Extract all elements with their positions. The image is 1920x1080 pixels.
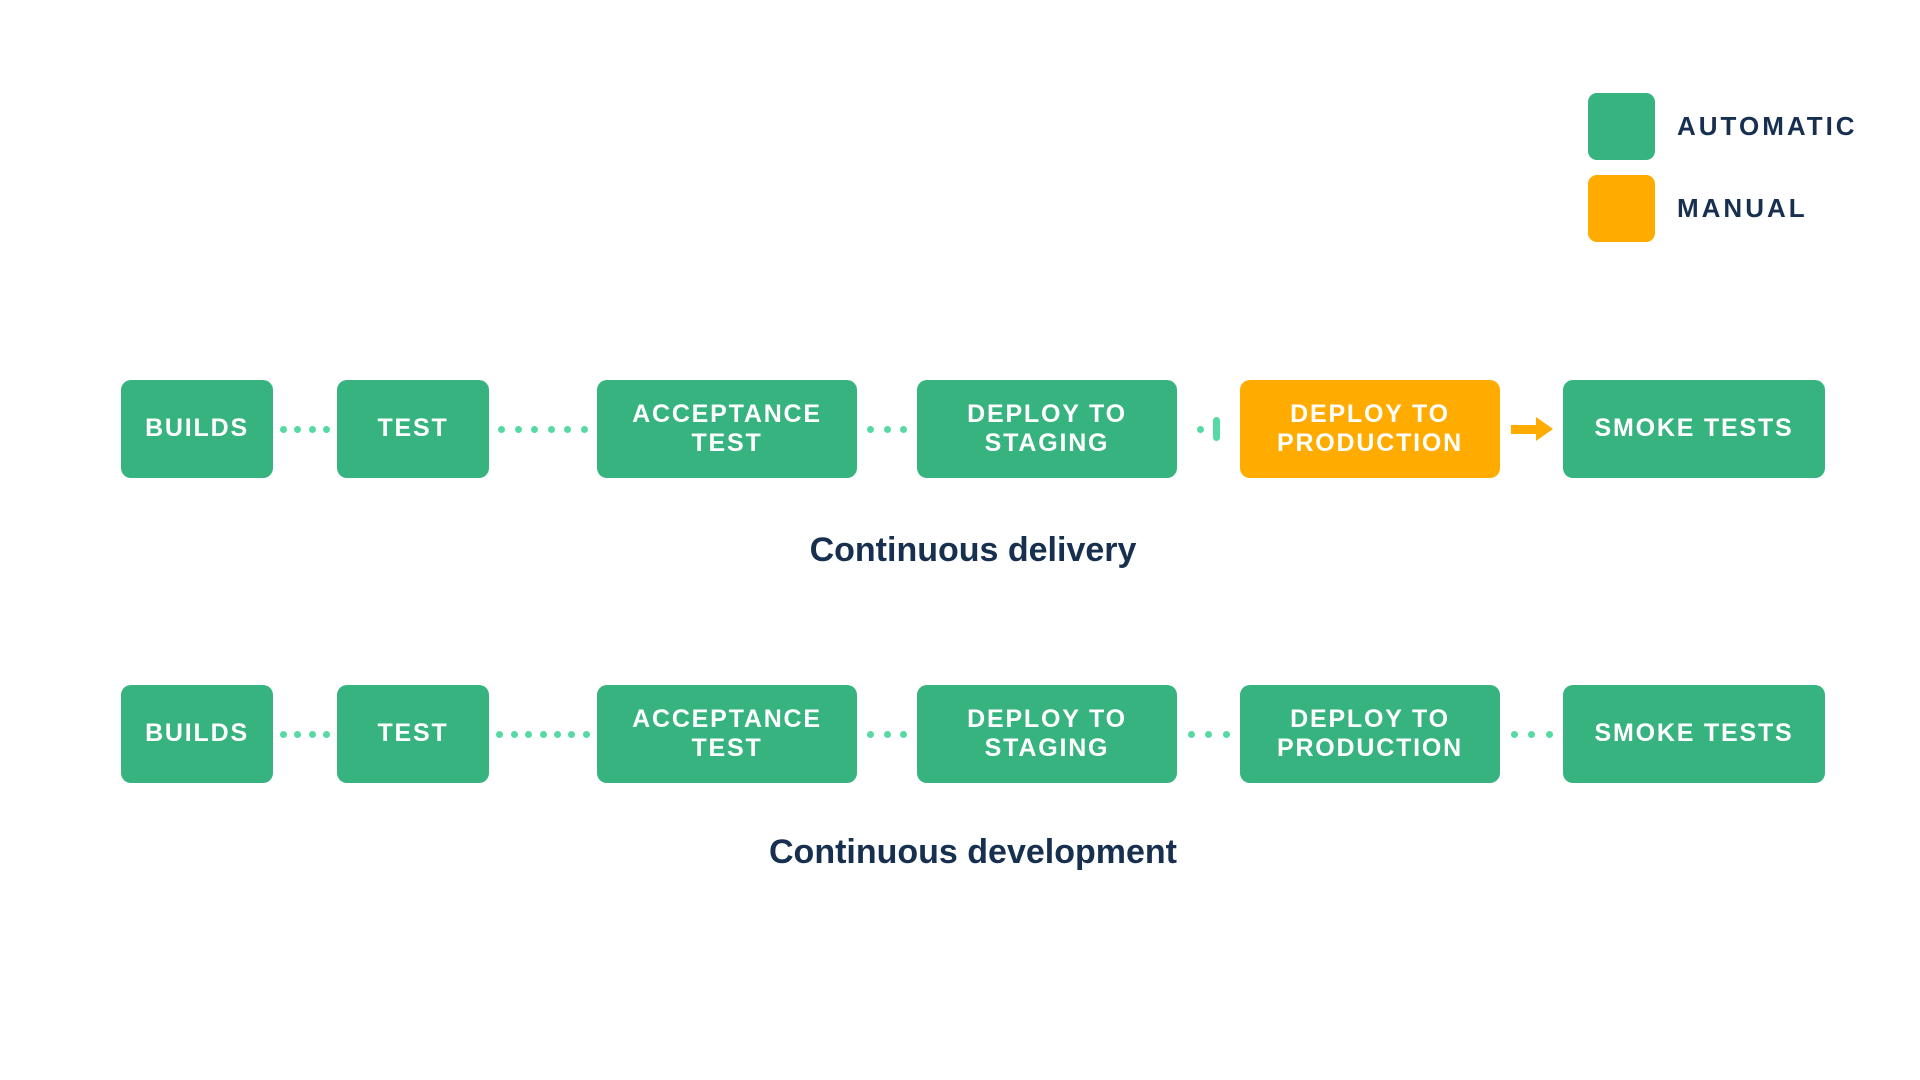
connector-dot-icon — [564, 425, 572, 433]
stage-builds: BUILDS — [121, 380, 273, 478]
connector-dot-icon — [553, 730, 561, 738]
connector-arrow — [1500, 380, 1563, 478]
stage-label: DEPLOY TO PRODUCTION — [1276, 704, 1464, 763]
stage-test: TEST — [337, 380, 489, 478]
pipeline-caption-continuous-development: Continuous development — [769, 833, 1177, 871]
stage-deploy-to-staging: DEPLOY TO STAGING — [917, 380, 1177, 478]
stage-acceptance-test: ACCEPTANCE TEST — [597, 685, 857, 783]
connector-dot-icon — [294, 425, 302, 433]
connector-dot-icon — [322, 730, 330, 738]
pipeline-row-continuous-delivery: BUILDS TEST ACCEPTANCE TEST DEPLOY TO STAGI… — [121, 380, 1825, 478]
connector-dot-icon — [308, 425, 316, 433]
manual-arrow-head-icon — [1535, 417, 1553, 441]
connector-dots — [857, 380, 917, 478]
stage-label: DEPLOY TO STAGING — [967, 704, 1127, 763]
stage-label: DEPLOY TO STAGING — [967, 399, 1127, 458]
stage-label: BUILDS — [145, 719, 249, 748]
connector-pause — [1177, 380, 1240, 478]
manual-pause-bar-icon — [1213, 417, 1220, 441]
connector-dot-icon — [280, 730, 288, 738]
connector-dot-icon — [531, 425, 539, 433]
pipeline-row-continuous-development: BUILDS TEST ACCEPTANCE TEST DEPLOY TO STAGI… — [121, 685, 1825, 783]
connector-dot-icon — [580, 425, 588, 433]
legend: AUTOMATIC MANUAL — [1588, 93, 1858, 242]
stage-deploy-to-staging: DEPLOY TO STAGING — [917, 685, 1177, 783]
stage-label: ACCEPTANCE TEST — [632, 704, 822, 763]
connector-dot-icon — [525, 730, 533, 738]
stage-label: DEPLOY TO PRODUCTION — [1276, 399, 1464, 458]
connector-dot-icon — [1205, 730, 1212, 738]
connector-dots — [489, 685, 597, 783]
connector-dots — [1500, 685, 1563, 783]
stage-label: TEST — [377, 414, 449, 443]
stage-label: SMOKE TESTS — [1594, 719, 1794, 748]
connector-dot-icon — [582, 730, 590, 738]
stage-label: BUILDS — [145, 414, 249, 443]
stage-label: ACCEPTANCE TEST — [632, 399, 822, 458]
connector-dot-icon — [866, 730, 874, 738]
connector-dot-icon — [1510, 730, 1518, 738]
connector-dots — [489, 380, 597, 478]
stage-smoke-tests: SMOKE TESTS — [1563, 685, 1825, 783]
stage-smoke-tests: SMOKE TESTS — [1563, 380, 1825, 478]
stage-test: TEST — [337, 685, 489, 783]
legend-item-automatic: AUTOMATIC — [1588, 93, 1858, 160]
connector-dot-icon — [900, 730, 908, 738]
connector-dot-icon — [1187, 730, 1195, 738]
connector-dot-icon — [280, 425, 288, 433]
connector-dot-icon — [294, 730, 302, 738]
connector-dot-icon — [866, 425, 874, 433]
stage-builds: BUILDS — [121, 685, 273, 783]
connector-dot-icon — [539, 730, 547, 738]
stage-deploy-to-production: DEPLOY TO PRODUCTION — [1240, 685, 1500, 783]
connector-dots — [1177, 685, 1240, 783]
pipeline-caption-continuous-delivery: Continuous delivery — [809, 531, 1137, 569]
connector-dot-icon — [1197, 425, 1204, 433]
manual-color-swatch — [1588, 175, 1655, 242]
stage-label: TEST — [377, 719, 449, 748]
connector-dot-icon — [514, 425, 522, 433]
automatic-color-swatch — [1588, 93, 1655, 160]
stage-acceptance-test: ACCEPTANCE TEST — [597, 380, 857, 478]
legend-item-manual: MANUAL — [1588, 175, 1858, 242]
connector-dots — [273, 380, 337, 478]
connector-dot-icon — [547, 425, 555, 433]
connector-dot-icon — [498, 425, 506, 433]
stage-deploy-to-production: DEPLOY TO PRODUCTION — [1240, 380, 1500, 478]
connector-dot-icon — [496, 730, 504, 738]
connector-dot-icon — [510, 730, 518, 738]
connector-dot-icon — [1545, 730, 1553, 738]
connector-dot-icon — [1222, 730, 1230, 738]
legend-label-manual: MANUAL — [1677, 193, 1808, 223]
connector-dot-icon — [883, 425, 891, 433]
legend-label-automatic: AUTOMATIC — [1677, 111, 1858, 141]
connector-dot-icon — [900, 425, 908, 433]
connector-dot-icon — [568, 730, 576, 738]
manual-arrow-icon — [1510, 424, 1536, 434]
connector-dot-icon — [308, 730, 316, 738]
connector-dots — [273, 685, 337, 783]
connector-dot-icon — [883, 730, 891, 738]
connector-dots — [857, 685, 917, 783]
stage-label: SMOKE TESTS — [1594, 414, 1794, 443]
connector-dot-icon — [1528, 730, 1535, 738]
connector-dot-icon — [322, 425, 330, 433]
